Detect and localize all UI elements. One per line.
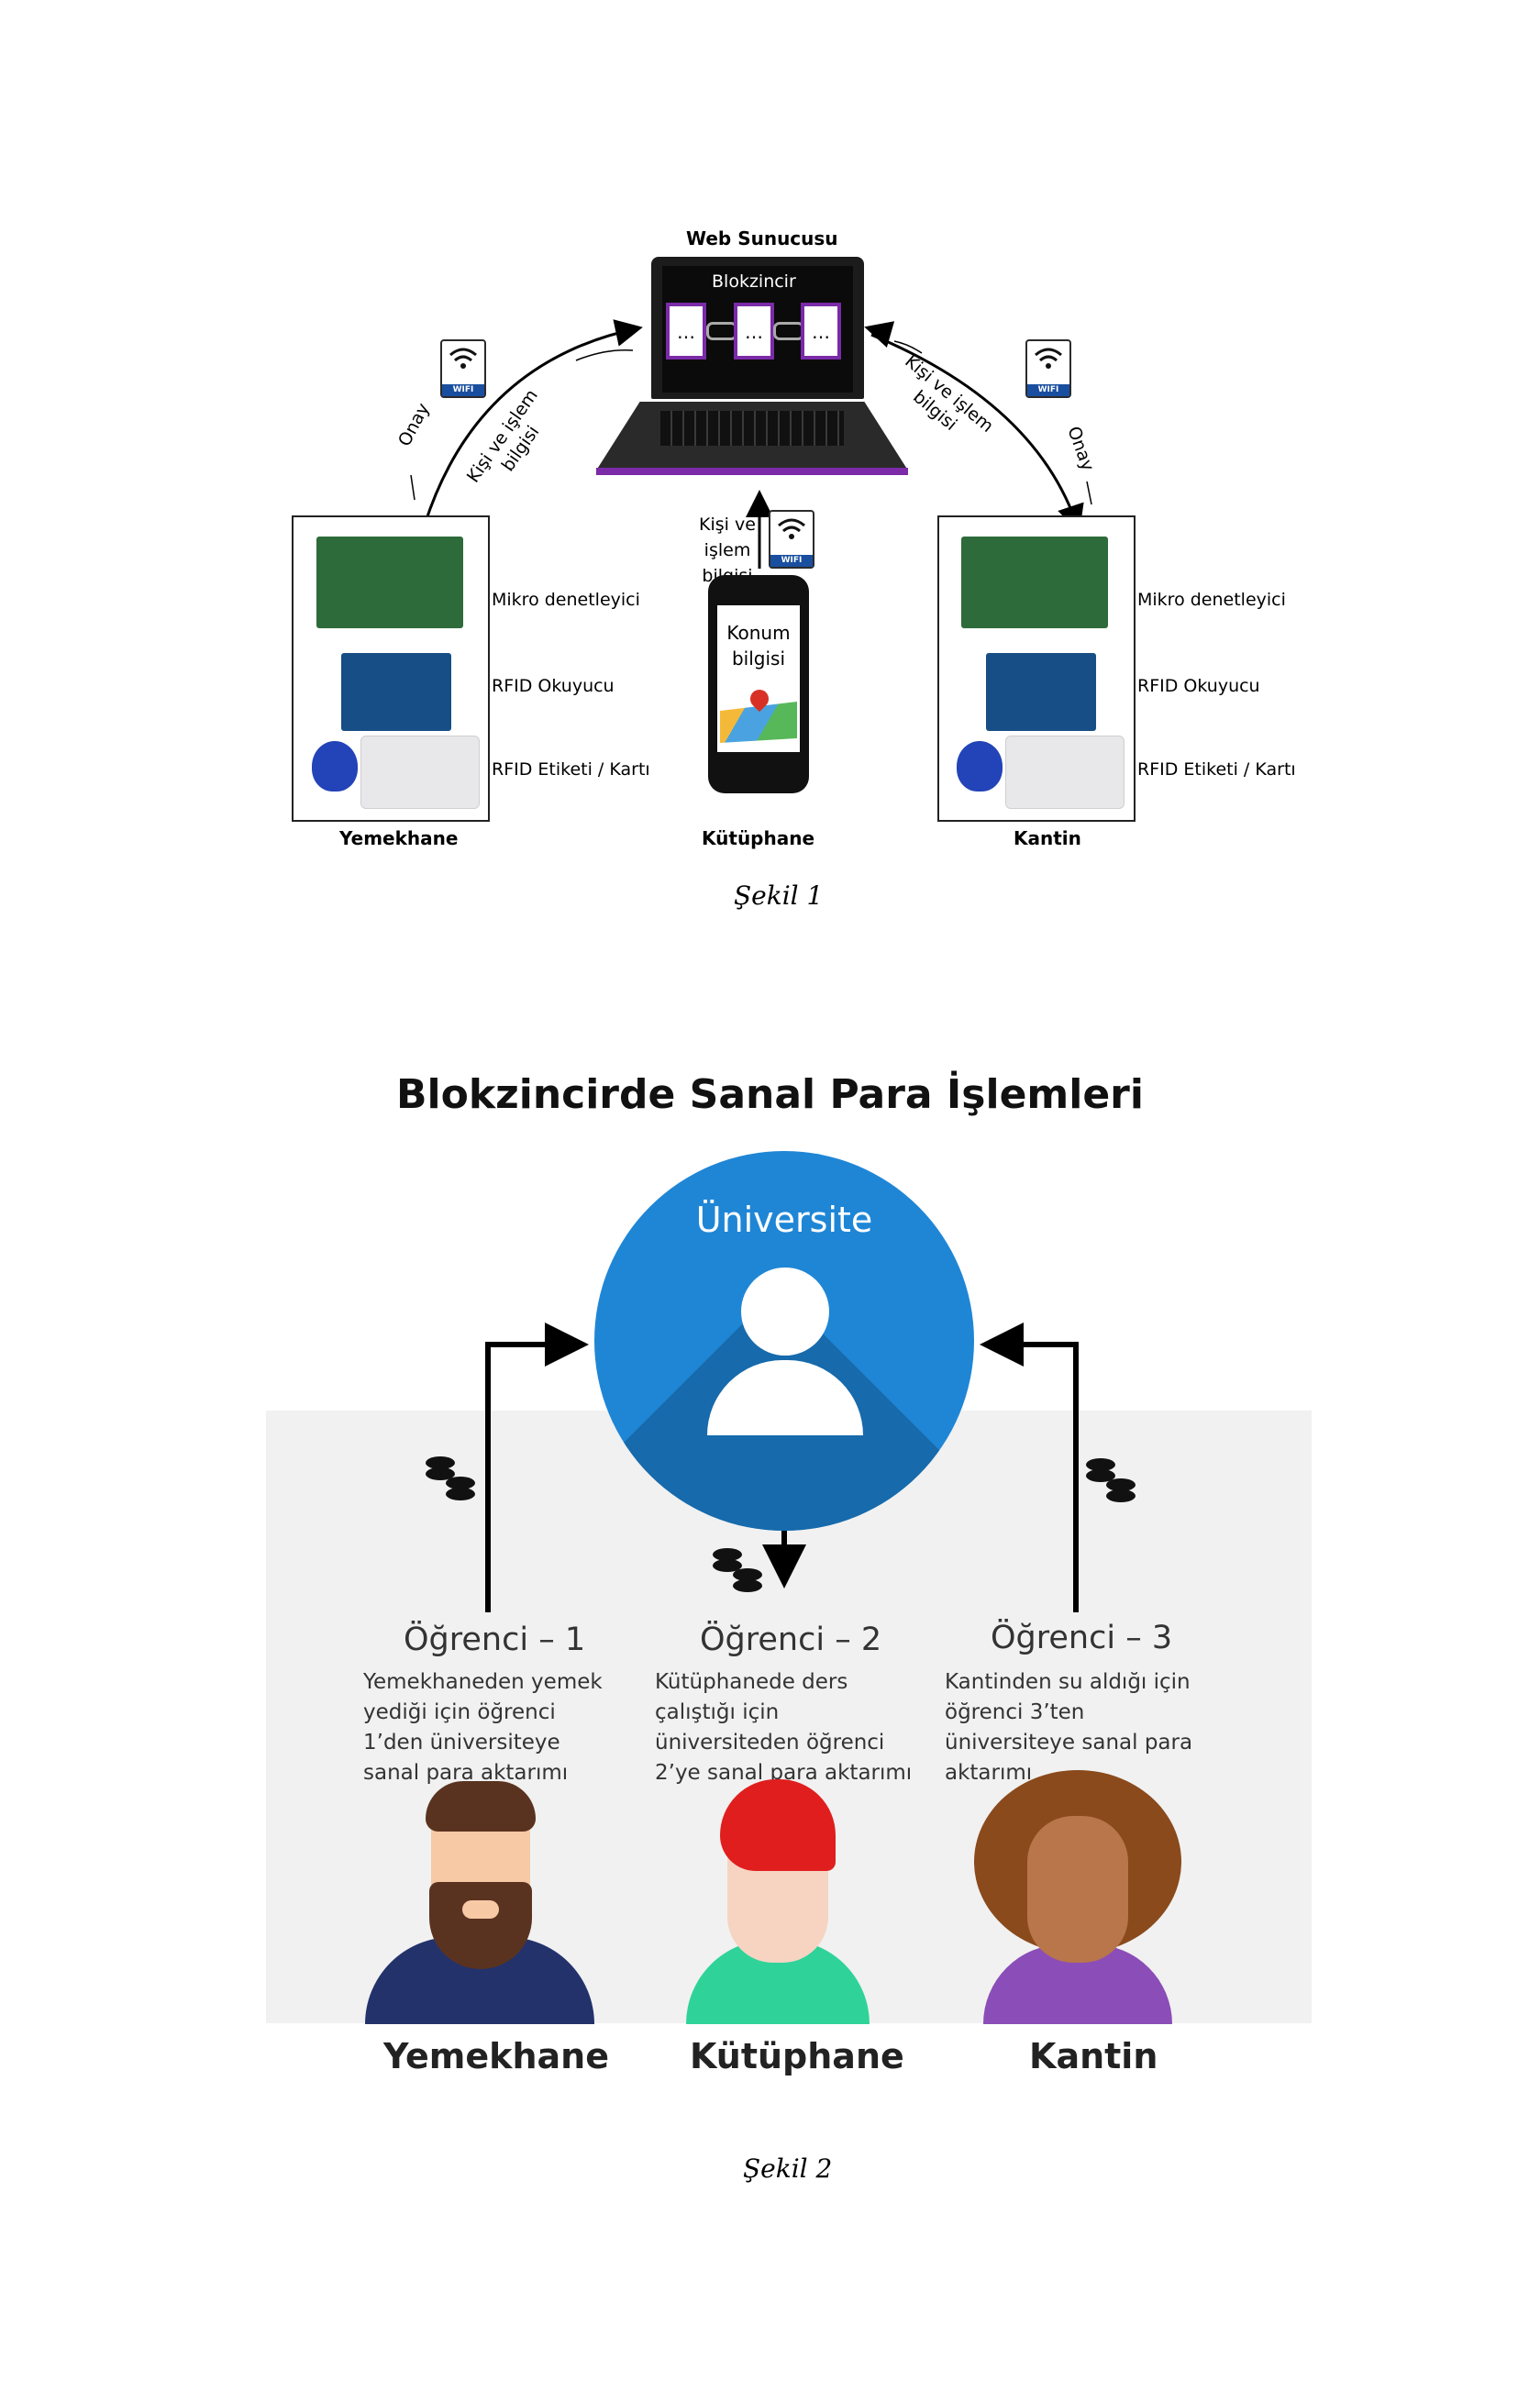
phone-screen-text: Konum bilgisi <box>726 622 791 670</box>
user-icon-head <box>741 1267 829 1356</box>
blockchain-label: Blokzincir <box>712 271 796 292</box>
component-label-tag-right: RFID Etiketi / Kartı <box>1137 759 1296 780</box>
rfid-card-image-right <box>1005 736 1125 809</box>
student-2-desc: Kütüphanede ders çalıştığı için üniversi… <box>655 1670 913 1785</box>
figure-2-caption: Şekil 2 <box>743 2153 833 2184</box>
student-1-name: Öğrenci – 1 <box>404 1622 586 1658</box>
wifi-icon-left: WIFI <box>440 339 486 398</box>
student-1-desc: Yemekhaneden yemek yediği için öğrenci 1… <box>363 1670 603 1785</box>
rfid-card-image-left <box>360 736 480 809</box>
place-label-left: Yemekhane <box>339 827 459 849</box>
microcontroller-image-left <box>316 537 463 628</box>
block-2: … <box>734 303 774 360</box>
student-3-name: Öğrenci – 3 <box>991 1620 1173 1656</box>
student-2-name: Öğrenci – 2 <box>700 1622 882 1658</box>
coins-icon-center <box>711 1548 766 1594</box>
student-3-desc: Kantinden su aldığı için öğrenci 3’ten ü… <box>945 1670 1193 1785</box>
microcontroller-image-right <box>961 537 1108 628</box>
coins-icon-right <box>1084 1458 1139 1504</box>
rfid-reader-image-right <box>986 653 1096 731</box>
place-label-center: Kütüphane <box>702 827 815 849</box>
place-label-right: Kantin <box>1014 827 1081 849</box>
wifi-icon-right: WIFI <box>1025 339 1071 398</box>
figure1-arrows <box>410 319 1092 569</box>
component-label-reader-right: RFID Okuyucu <box>1137 676 1260 696</box>
figure-2-title: Blokzincirde Sanal Para İşlemleri <box>396 1071 1144 1118</box>
web-server-label: Web Sunucusu <box>686 227 838 249</box>
figure-1-caption: Şekil 1 <box>734 880 824 911</box>
university-label: Üniversite <box>695 1200 873 1240</box>
wifi-icon-center: WIFI <box>769 510 814 569</box>
university-node <box>594 1151 974 1531</box>
component-label-reader-left: RFID Okuyucu <box>492 676 615 696</box>
component-label-mcu-left: Mikro denetleyici <box>492 590 640 610</box>
component-label-mcu-right: Mikro denetleyici <box>1137 590 1286 610</box>
avatar-student-3 <box>963 1770 1192 2024</box>
block-3: … <box>801 303 841 360</box>
place-kantin: Kantin <box>1029 2036 1158 2076</box>
figure-1: Web Sunucusu Blokzincir … … … WIFI WIFI <box>0 0 1540 945</box>
avatar-student-2 <box>672 1779 883 2024</box>
component-label-tag-left: RFID Etiketi / Kartı <box>492 759 650 780</box>
avatar-student-1 <box>365 1781 594 2024</box>
rfid-tag-image-right <box>957 741 1003 791</box>
block-1: … <box>666 303 706 360</box>
place-yemekhane: Yemekhane <box>383 2036 609 2076</box>
rfid-tag-image-left <box>312 741 358 791</box>
figure-2: Blokzincirde Sanal Para İşlemleri Üniver… <box>0 1009 1540 2293</box>
rfid-reader-image-left <box>341 653 451 731</box>
coins-icon-left <box>424 1456 479 1502</box>
place-kutuphane: Kütüphane <box>690 2036 904 2076</box>
